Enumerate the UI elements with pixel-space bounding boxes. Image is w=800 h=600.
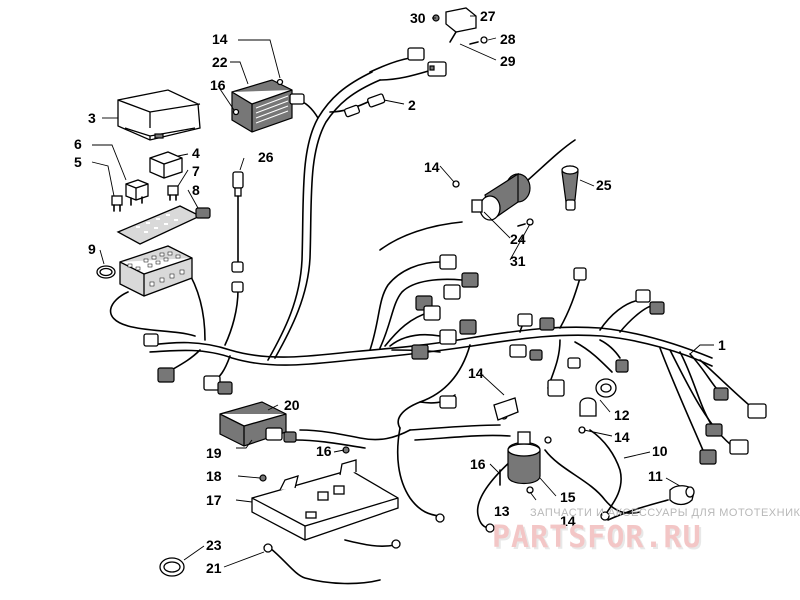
fuse-5: [111, 195, 123, 212]
bracket-14-solenoid: [493, 397, 586, 434]
connector-cluster-right: [517, 267, 665, 331]
callout-25: 25: [596, 177, 612, 193]
callout-22: 22: [212, 54, 228, 70]
callout-12: 12: [614, 407, 630, 423]
callout-labels: 1 2 3 4 5 6 7 8 9 10 11 12 13 14 14 14 1…: [74, 8, 726, 576]
fuse-board-8: [116, 205, 211, 245]
connector-cluster-middle: [439, 344, 629, 409]
module-20: [219, 401, 297, 447]
connector-cluster-far-left: [143, 333, 233, 395]
callout-19: 19: [206, 445, 222, 461]
callout-9: 9: [88, 241, 96, 257]
connector-top: [407, 47, 447, 77]
bracket-27: [432, 7, 477, 43]
callout-5: 5: [74, 154, 82, 170]
bolt-14-coil: [452, 180, 460, 188]
watermark-brand: PARTSFOR.RU: [492, 520, 702, 555]
socket-12: [579, 378, 617, 417]
callout-17: 17: [206, 492, 222, 508]
callout-16-module: 16: [210, 77, 226, 93]
callout-28: 28: [500, 31, 516, 47]
callout-16-tray: 16: [316, 443, 332, 459]
callout-13: 13: [494, 503, 510, 519]
callout-7: 7: [192, 163, 200, 179]
callout-14-module: 14: [212, 31, 228, 47]
relay-6: [125, 179, 149, 206]
module-22: [231, 78, 305, 133]
connector-2: [343, 93, 386, 118]
clamp-9: [96, 265, 116, 279]
screw-28: [469, 36, 488, 45]
callout-8: 8: [192, 182, 200, 198]
watermark: ЗАПЧАСТИ И АКСЕССУАРЫ ДЛЯ МОТОТЕХНИКИ PA…: [492, 507, 800, 557]
callout-14-coil: 14: [424, 159, 440, 175]
fuse-box-cover-3: [117, 89, 201, 141]
callout-3: 3: [88, 110, 96, 126]
callout-18: 18: [206, 468, 222, 484]
callout-1: 1: [718, 337, 726, 353]
callout-30: 30: [410, 10, 426, 26]
callout-14-solenoid-right: 14: [614, 429, 630, 445]
battery-tray-17: [251, 446, 399, 541]
sensor-26: [231, 171, 244, 293]
callout-16-solenoid: 16: [470, 456, 486, 472]
connector-cluster-left: [411, 254, 479, 360]
leader-lines: [91, 15, 714, 568]
callout-15: 15: [560, 489, 576, 505]
callout-20: 20: [284, 397, 300, 413]
callout-23: 23: [206, 537, 222, 553]
callout-14-solenoid-bottom: 14: [560, 513, 576, 529]
callout-21: 21: [206, 560, 222, 576]
watermark-brand-shadow: PARTSFOR.RU: [494, 522, 704, 557]
terminal-boot-11: [669, 485, 695, 506]
starter-solenoid-15: [499, 412, 552, 494]
watermark-tagline: ЗАПЧАСТИ И АКСЕССУАРЫ ДЛЯ МОТОТЕХНИКИ: [530, 507, 800, 519]
callout-11: 11: [648, 468, 663, 484]
callout-26: 26: [258, 149, 274, 165]
callout-4: 4: [192, 145, 200, 161]
callout-14-solenoid-top: 14: [468, 365, 484, 381]
fuse-block: [119, 245, 193, 297]
clamp-23: [159, 557, 185, 577]
callout-6: 6: [74, 136, 82, 152]
callout-31: 31: [510, 253, 526, 269]
spark-plug-cap-25: [561, 165, 579, 211]
relay-4: [149, 151, 183, 179]
callout-29: 29: [500, 53, 516, 69]
callout-10: 10: [652, 443, 668, 459]
ground-cable-21: [263, 511, 610, 553]
fuse-7: [167, 185, 179, 201]
callout-2: 2: [408, 97, 416, 113]
harness-connectors-1: [699, 387, 767, 465]
callout-24: 24: [510, 231, 526, 247]
ignition-coil-24: [471, 139, 576, 227]
callout-27: 27: [480, 8, 496, 24]
